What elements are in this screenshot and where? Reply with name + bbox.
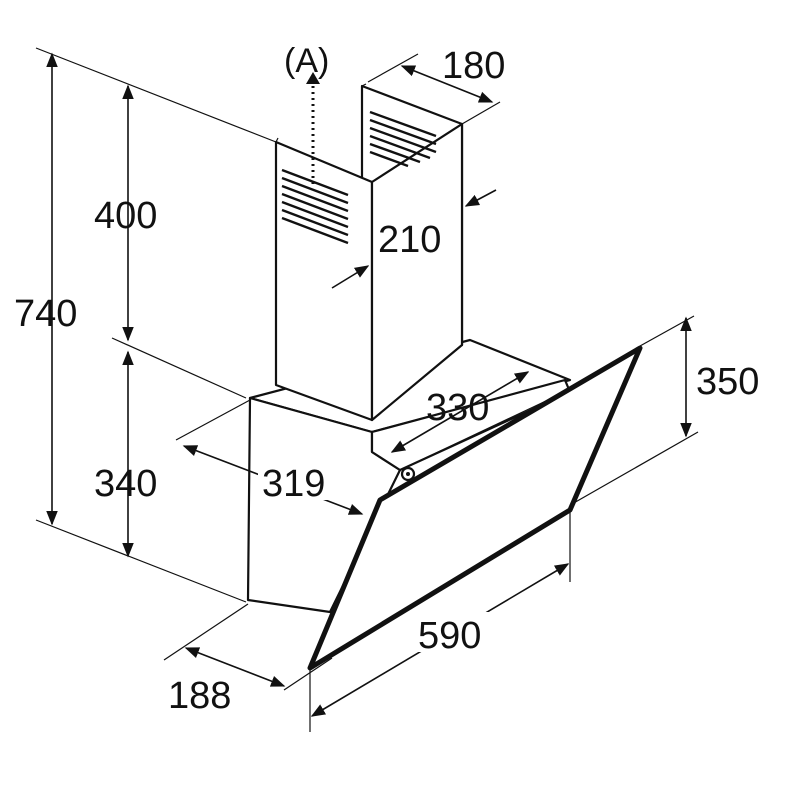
dim-base-depth: 188 — [163, 603, 333, 717]
dim-glass-height: 350 — [571, 315, 759, 505]
dim-glass-height-label: 350 — [696, 361, 759, 403]
dim-body-height-label: 340 — [94, 463, 157, 505]
callout-a: (A) — [284, 42, 329, 186]
chimney-vent-grille-front — [281, 168, 349, 245]
dim-top-depth-label: 330 — [426, 387, 489, 429]
dim-top-depth: 330 — [390, 371, 530, 453]
chimney-vent-grille-back — [369, 110, 437, 168]
dim-chimney-width-label: 180 — [442, 45, 505, 87]
chimney — [274, 83, 464, 422]
dim-total-height: 740 — [14, 47, 277, 603]
dim-body-height: 340 — [94, 350, 157, 558]
dim-glass-width-label: 590 — [418, 615, 481, 657]
dim-total-height-label: 740 — [14, 293, 77, 335]
dim-body-depth: 319 — [175, 399, 364, 515]
dim-body-depth-label: 319 — [262, 463, 325, 505]
dim-chimney-depth-label: 210 — [378, 219, 441, 261]
dim-chimney-width: 180 — [367, 45, 505, 125]
dim-chimney-height: 400 — [94, 84, 247, 399]
callout-a-label: (A) — [284, 42, 329, 80]
dim-chimney-depth: 210 — [331, 189, 497, 289]
dim-glass-width: 590 — [309, 512, 571, 732]
dim-chimney-height-label: 400 — [94, 195, 157, 237]
dim-base-depth-label: 188 — [168, 675, 231, 717]
chimney-front-left-panel — [274, 140, 374, 422]
